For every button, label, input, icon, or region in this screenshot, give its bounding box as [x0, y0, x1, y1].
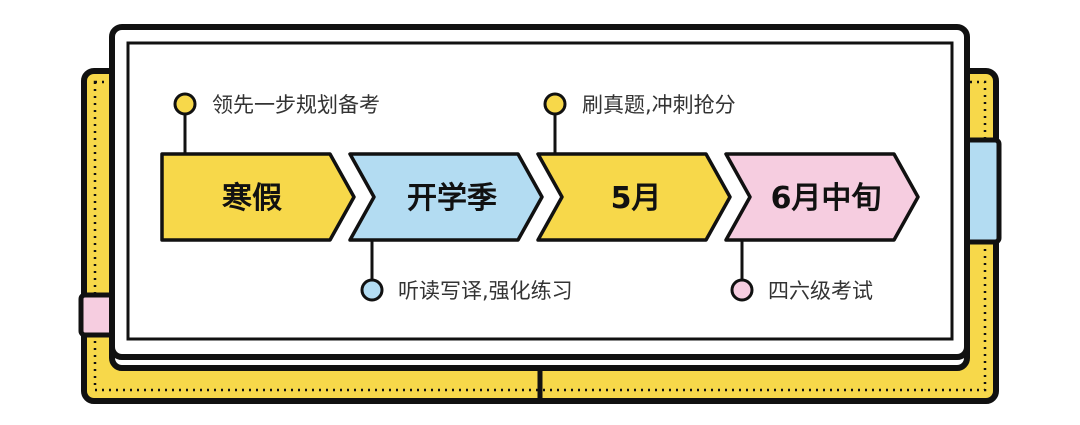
stage-note: 领先一步规划备考: [212, 93, 380, 117]
blue-tab: [963, 137, 1002, 245]
stage-label: 开学季: [407, 181, 497, 216]
stage-note: 四六级考试: [768, 279, 873, 303]
stage-note: 听读写译,强化练习: [398, 279, 573, 303]
stage-label: 6月中旬: [771, 181, 882, 216]
stage-chevron-semester-start: [348, 152, 544, 242]
stage-note: 刷真题,冲刺抢分: [582, 93, 736, 117]
stage-chevron-winter-break: [160, 152, 356, 242]
milestone-dot: [360, 278, 384, 302]
stage-chevron-mid-june: [724, 152, 920, 242]
stage-label: 寒假: [222, 181, 282, 216]
milestone-dot: [173, 92, 197, 116]
milestone-dot: [730, 278, 754, 302]
stage-label: 5月: [611, 181, 662, 216]
stage-chevron-may: [536, 152, 732, 242]
milestone-dot: [543, 92, 567, 116]
